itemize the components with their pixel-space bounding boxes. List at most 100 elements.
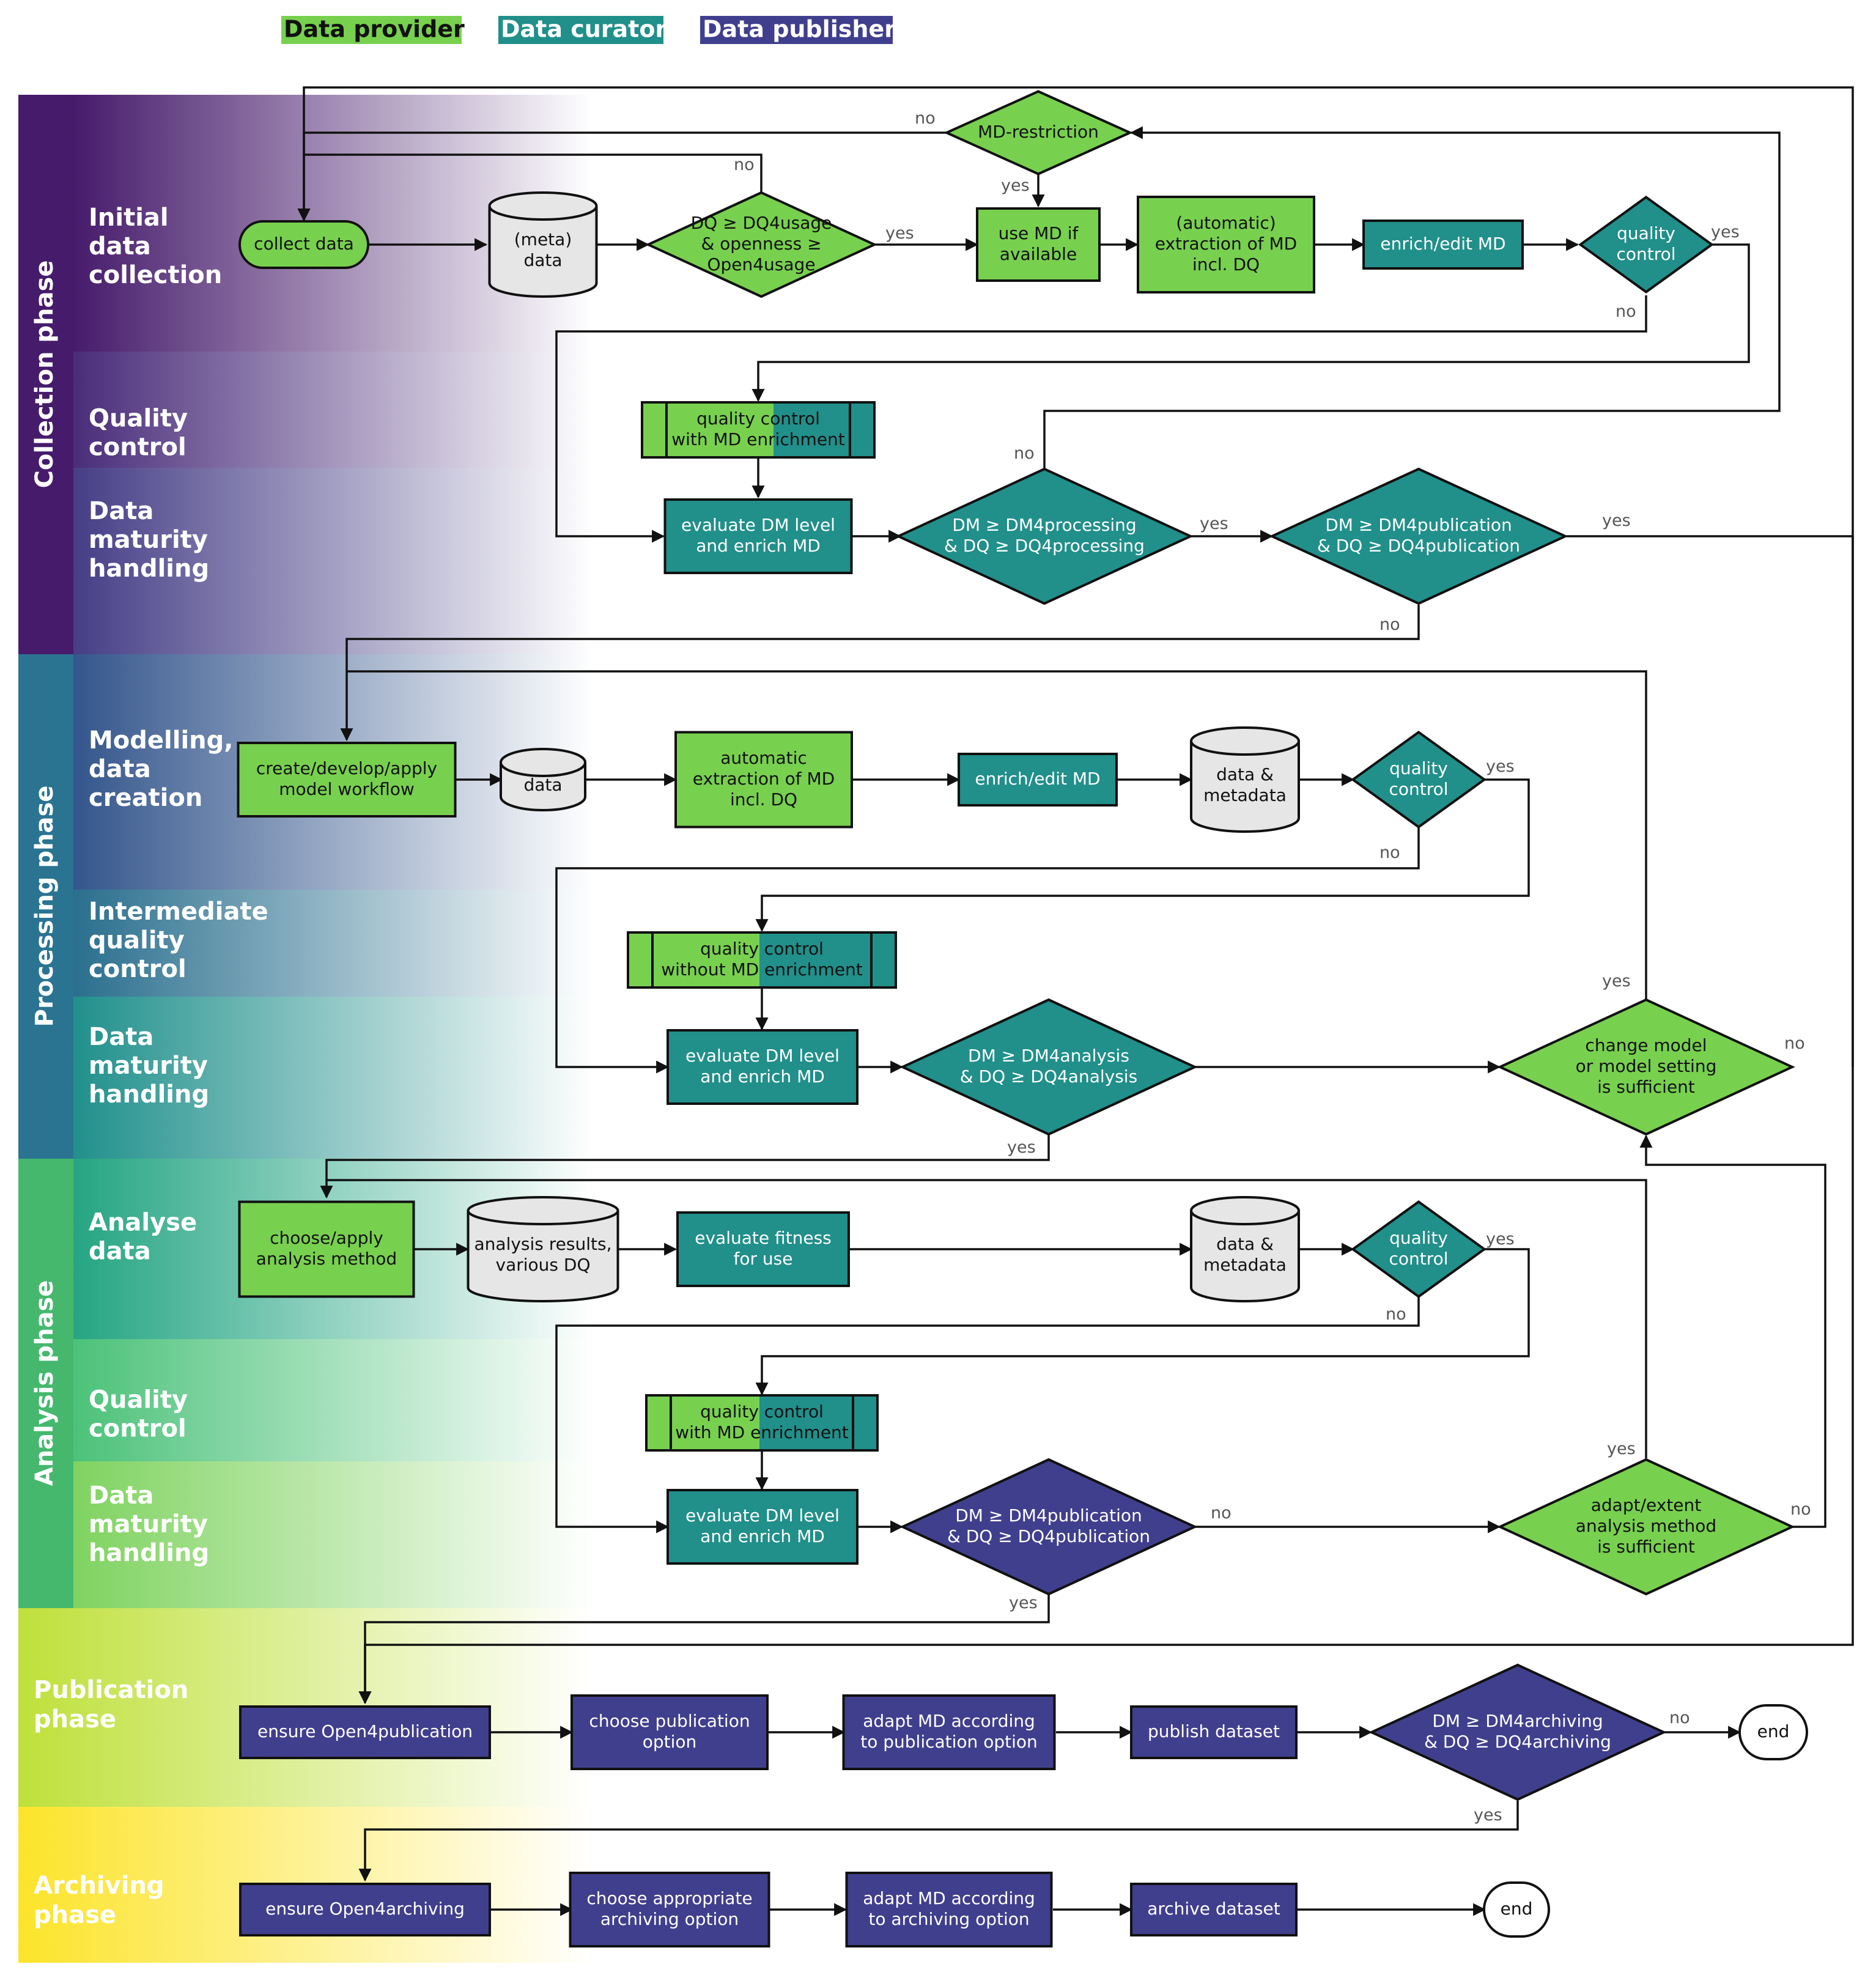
dm-publication-2-decision: DM ≥ DM4publication& DQ ≥ DQ4publication	[899, 1458, 1198, 1596]
label-change-no: no	[1784, 1034, 1805, 1053]
open4publication-box: ensure Open4publication	[239, 1705, 491, 1759]
edge-qc3-yes	[755, 1248, 1530, 1396]
edge-qc2-no	[555, 825, 1420, 1074]
legend-provider: Data provider	[284, 16, 465, 43]
open4archiving-box: ensure Open4archiving	[239, 1883, 491, 1936]
phase-analysis: Analysis phase	[31, 1280, 59, 1486]
phase-collection: Collection phase	[31, 260, 59, 489]
enrich-md-1-label: enrich/edit MD	[1380, 234, 1505, 254]
open4archiving-label: ensure Open4archiving	[265, 1899, 465, 1919]
label-dmpub2-yes: yes	[1009, 1593, 1038, 1612]
edge-adapt-yes	[327, 1179, 1647, 1458]
dm-analysis-decision: DM ≥ DM4analysis& DQ ≥ DQ4analysis	[899, 998, 1198, 1136]
label-dmpub2-no: no	[1211, 1504, 1232, 1523]
edge-qc3-no	[555, 1296, 1420, 1534]
analysis-results-label: analysis results,various DQ	[475, 1234, 612, 1275]
legend-swatch-curator	[498, 16, 663, 44]
dm-analysis-label: DM ≥ DM4analysis& DQ ≥ DQ4analysis	[960, 1046, 1137, 1087]
publish-box: publish dataset	[1130, 1705, 1298, 1759]
collect-data-label: collect data	[254, 234, 354, 254]
label-restriction-no: no	[915, 109, 936, 128]
enrich-md-2-label: enrich/edit MD	[975, 769, 1100, 789]
label-dmpub1-yes: yes	[1602, 511, 1631, 530]
label-qc1-no: no	[1616, 302, 1636, 321]
meta-data-storage: (meta)data	[488, 191, 598, 298]
edge-dmanal-yes	[320, 1134, 1050, 1199]
end-1-terminal: end	[1738, 1704, 1808, 1760]
dm-publication-1-label: DM ≥ DM4publication& DQ ≥ DQ4publication	[1317, 515, 1520, 556]
analysis-results-storage: analysis results,various DQ	[467, 1196, 619, 1302]
dm-processing-label: DM ≥ DM4processing& DQ ≥ DQ4processing	[944, 515, 1145, 556]
data-metadata-2-storage: data &metadata	[1190, 1196, 1300, 1302]
data-metadata-1-storage: data &metadata	[1190, 726, 1300, 833]
dm-archiving-label: DM ≥ DM4archiving& DQ ≥ DQ4archiving	[1424, 1711, 1611, 1752]
dm-processing-decision: DM ≥ DM4processing& DQ ≥ DQ4processing	[895, 467, 1194, 605]
collect-data-terminal: collect data	[238, 220, 369, 269]
legend-publisher: Data publisher	[703, 16, 896, 43]
phase-bands	[18, 95, 593, 1963]
label-qc2-no: no	[1379, 843, 1400, 862]
data-label: data	[523, 775, 562, 795]
label-dmpub1-no: no	[1379, 615, 1400, 634]
label-change-yes: yes	[1602, 972, 1631, 991]
edge-dmproc-no	[1043, 126, 1781, 469]
dq-usage-label: DQ ≥ DQ4usage& openness ≥Open4usage	[691, 213, 832, 275]
data-metadata-1-label: data &metadata	[1203, 764, 1287, 805]
label-dmproc-no: no	[1014, 444, 1035, 463]
md-restriction-label: MD-restriction	[978, 122, 1099, 142]
legend-swatch-publisher	[700, 16, 893, 44]
label-dmarch-no: no	[1669, 1708, 1690, 1727]
edge-qc1-no	[555, 295, 1647, 543]
edge-dqusage-no	[304, 153, 763, 193]
end-2-terminal: end	[1483, 1881, 1550, 1938]
legend-curator: Data curator	[501, 16, 667, 43]
enrich-md-1-box: enrich/edit MD	[1362, 220, 1524, 270]
md-restriction-decision: MD-restriction	[944, 90, 1133, 175]
open4publication-label: ensure Open4publication	[257, 1721, 473, 1741]
label-qc1-yes: yes	[1711, 223, 1740, 242]
label-qc3-no: no	[1386, 1305, 1406, 1324]
archive-label: archive dataset	[1147, 1899, 1280, 1919]
dq-usage-decision: DQ ≥ DQ4usage& openness ≥Open4usage	[645, 191, 877, 298]
archive-box: archive dataset	[1130, 1883, 1298, 1936]
data-metadata-2-label: data &metadata	[1203, 1234, 1287, 1275]
